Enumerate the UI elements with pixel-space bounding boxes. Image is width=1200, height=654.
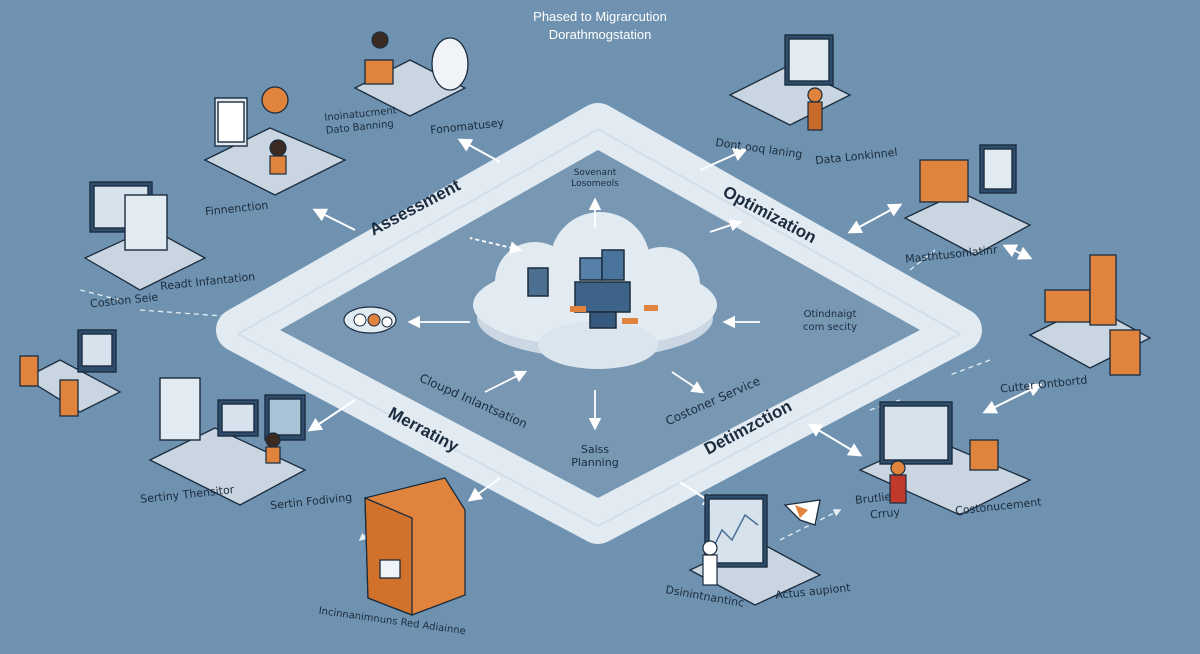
- monitor-icons: [77, 34, 1017, 568]
- orange-accent-objects: [19, 37, 1141, 616]
- server-blocks-icon: [527, 249, 658, 329]
- center-right-label: Otindnaigt com secity: [780, 308, 880, 334]
- people-icons: [265, 31, 907, 586]
- diagram-title: Phased to Migrarcution Dorathmogstation: [470, 8, 730, 44]
- dashed-connectors: [79, 249, 991, 542]
- center-top-label-2: Losomeols: [571, 179, 619, 189]
- diagram-title-line-1: Phased to Migrarcution: [533, 9, 667, 24]
- sales-planning-label-2: Planning: [571, 456, 619, 469]
- diagram-title-line-2: Dorathmogstation: [548, 27, 652, 42]
- center-right-label-1: Otindnaigt: [803, 309, 857, 320]
- sales-planning-label: Salss Planning: [560, 443, 630, 469]
- outer-flow-arrows: [307, 138, 1043, 507]
- sales-planning-label-1: Salss: [580, 443, 610, 456]
- center-right-label-2: com secity: [802, 322, 857, 333]
- inner-flow-arrows: [407, 197, 760, 431]
- center-top-label-1: Sovenant: [573, 168, 617, 178]
- coins-icon: [343, 306, 397, 334]
- center-top-label: Sovenant Losomeols: [555, 168, 635, 190]
